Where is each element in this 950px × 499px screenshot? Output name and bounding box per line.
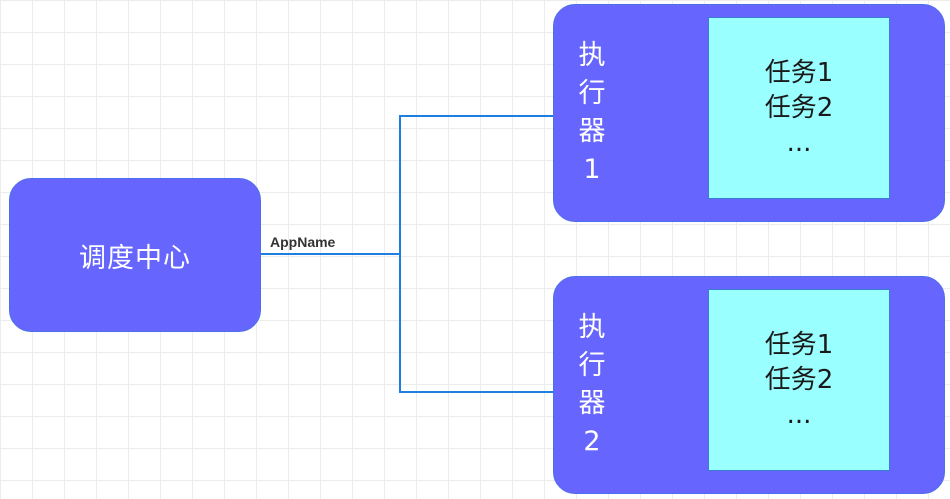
task-item: 任务2: [764, 364, 834, 395]
executor-2-task-list[interactable]: 任务1 任务2 ...: [708, 289, 890, 471]
executor-2-label-char: 2: [583, 426, 601, 457]
executor-2-label-char: 器: [578, 388, 606, 419]
task-item: 任务2: [764, 92, 834, 123]
connector-branch-executor-1: [399, 115, 554, 117]
scheduler-center-node[interactable]: 调度中心: [9, 178, 261, 332]
executor-2-label-char: 执: [578, 312, 606, 343]
executor-1-label-char: 器: [578, 116, 606, 147]
executor-2-node[interactable]: 执 行 器 2 任务1 任务2 ...: [553, 276, 945, 494]
connector-branch-executor-2: [399, 391, 554, 393]
scheduler-center-label: 调度中心: [79, 242, 191, 274]
executor-1-label-char: 行: [578, 78, 606, 109]
connector-trunk-horizontal: [246, 253, 400, 255]
executor-1-label-char: 1: [583, 154, 601, 185]
executor-1-task-list[interactable]: 任务1 任务2 ...: [708, 17, 890, 199]
connector-label-appname: AppName: [270, 234, 336, 250]
task-item-ellipsis: ...: [786, 399, 812, 430]
task-item: 任务1: [764, 329, 834, 360]
executor-1-label: 执 行 器 1: [566, 5, 618, 221]
executor-1-node[interactable]: 执 行 器 1 任务1 任务2 ...: [553, 4, 945, 222]
connector-vertical: [399, 115, 401, 393]
executor-2-label: 执 行 器 2: [566, 277, 618, 493]
task-item-ellipsis: ...: [786, 127, 812, 158]
task-item: 任务1: [764, 57, 834, 88]
executor-1-label-char: 执: [578, 40, 606, 71]
executor-2-label-char: 行: [578, 350, 606, 381]
